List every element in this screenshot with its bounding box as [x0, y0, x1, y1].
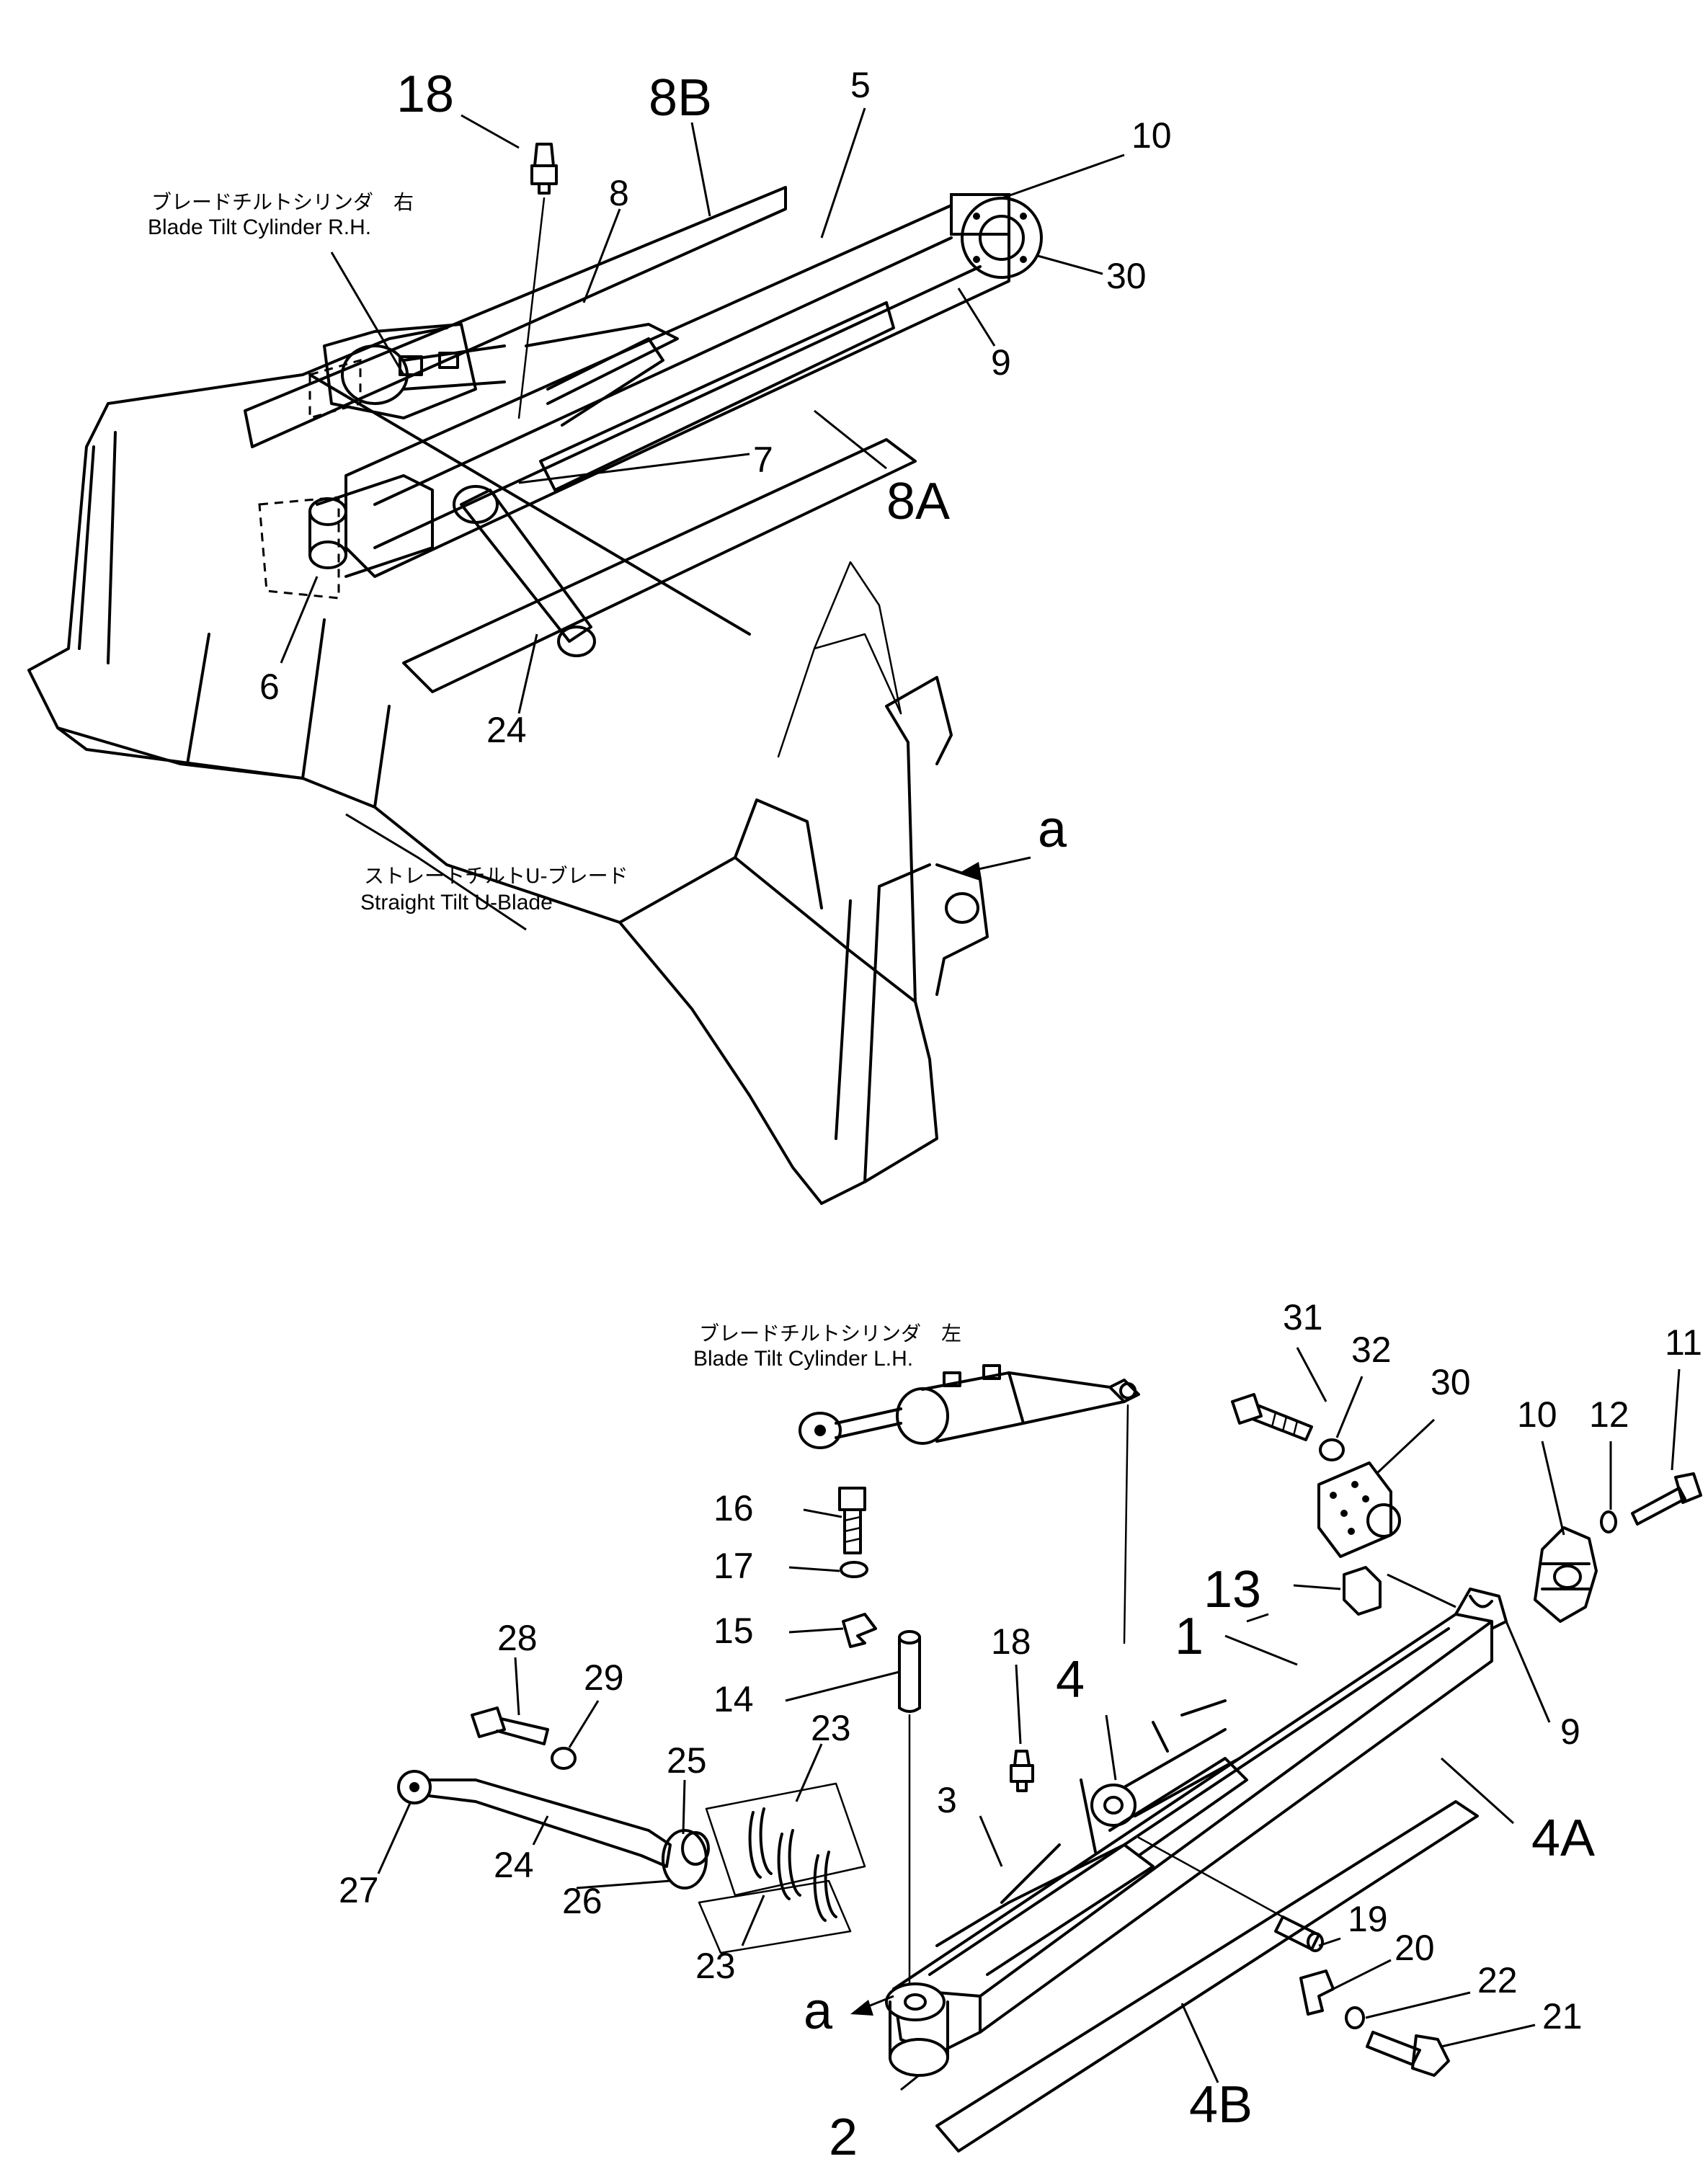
grease-fitting-18-lower [1010, 1750, 1034, 1792]
bolt-11 [1631, 1472, 1702, 1526]
callout-label: a [804, 1982, 833, 2040]
callout-label: 16 [713, 1488, 754, 1528]
callout-label: 24 [494, 1845, 534, 1885]
captions: ブレードチルトシリンダ 右 Blade Tilt Cylinder R.H. ス… [148, 190, 961, 1371]
upper-push-beam [244, 186, 1043, 693]
callout-label: 6 [259, 667, 280, 707]
bracket-6 [258, 359, 434, 600]
caption-tilt-lh-jp: ブレードチルトシリンダ 左 [699, 1322, 961, 1345]
callout-label: 21 [1542, 1996, 1583, 2036]
callout-label: 30 [1431, 1362, 1471, 1402]
caption-tilt-rh-en: Blade Tilt Cylinder R.H. [148, 215, 371, 239]
brace-24 [453, 485, 596, 657]
callout-label: 3 [937, 1780, 957, 1820]
shims-23 [698, 1782, 866, 1954]
callout-label: 31 [1283, 1297, 1323, 1337]
pin-14 [898, 1630, 921, 2005]
callout-label: 13 [1204, 1561, 1261, 1619]
callout-label: 28 [497, 1618, 538, 1658]
spacer-13 [1343, 1566, 1382, 1616]
callout-label: 19 [1348, 1899, 1388, 1939]
callout-label: 18 [991, 1621, 1031, 1662]
pin-axis-line [1137, 1836, 1284, 1918]
callout-label: 9 [1560, 1711, 1580, 1752]
brace-24-lower [397, 1770, 710, 1889]
caption-blade-jp: ストレートチルトU-ブレード [364, 864, 628, 888]
bolt-28 [471, 1706, 549, 1745]
tilt-rod-line [308, 373, 751, 636]
callout-label: 27 [339, 1870, 379, 1910]
lower-assembly [377, 1347, 1702, 2153]
lower-leaders [377, 1347, 1681, 2091]
callout-label: 23 [695, 1946, 736, 1986]
callout-label: 22 [1477, 1960, 1518, 2000]
callout-label: 4 [1056, 1651, 1085, 1709]
tilt-cylinder-rh [323, 323, 506, 419]
callout-label: 17 [713, 1546, 754, 1586]
callout-label: a [1038, 801, 1067, 858]
caption-tilt-lh-en: Blade Tilt Cylinder L.H. [693, 1347, 913, 1371]
washer-29 [551, 1747, 577, 1770]
callout-label: 5 [850, 65, 871, 105]
washer-22 [1345, 2006, 1365, 2029]
washer-17 [840, 1561, 868, 1578]
callout-label: 23 [811, 1708, 851, 1748]
callout-label: 32 [1351, 1330, 1392, 1370]
washer-12 [1600, 1510, 1617, 1533]
callout-label: 8B [649, 69, 712, 127]
callout-label: 7 [753, 440, 773, 480]
callout-label: 2 [829, 2109, 858, 2159]
upper-leaders [280, 107, 1125, 931]
caption-tilt-rh-jp: ブレードチルトシリンダ 右 [151, 190, 414, 214]
callout-label: 9 [991, 342, 1011, 383]
callout-label: 4A [1531, 1809, 1595, 1867]
callout-label: 24 [486, 710, 527, 750]
callout-label: 20 [1395, 1928, 1435, 1968]
trunnion-30 [1317, 1461, 1401, 1558]
bolt-16 [838, 1487, 866, 1554]
washer-32 [1319, 1438, 1345, 1461]
tilt-cylinder-lh [799, 1364, 1140, 1644]
callout-label: 8 [609, 173, 629, 213]
callout-label: 12 [1589, 1394, 1629, 1435]
upper-assembly [27, 107, 1125, 1205]
lower-callouts: 31 32 30 11 12 10 16 17 15 14 13 1 9 18 … [339, 1297, 1702, 2159]
callout-label: 30 [1106, 256, 1147, 296]
callout-label: 14 [713, 1679, 754, 1719]
caption-blade-en: Straight Tilt U-Blade [360, 891, 553, 914]
callout-label: 26 [562, 1881, 602, 1921]
callout-label: 11 [1665, 1322, 1702, 1363]
bolt-31 [1231, 1393, 1313, 1441]
callout-label: 4B [1189, 2076, 1253, 2134]
callout-label: 15 [713, 1611, 754, 1651]
callout-label: 29 [584, 1657, 624, 1698]
pin-19 [1274, 1915, 1324, 1952]
callout-label: 8A [886, 473, 950, 530]
plate-20 [1299, 1969, 1335, 2016]
callout-label: 10 [1131, 115, 1172, 156]
callout-label: 10 [1517, 1394, 1557, 1435]
callout-label: 25 [667, 1740, 707, 1781]
grease-fitting-18 [517, 143, 558, 419]
callout-label: 1 [1175, 1608, 1204, 1665]
bolt-21 [1366, 2031, 1450, 2077]
upper-callouts: 18 8B 5 10 30 9 8 7 8A 6 24 a [259, 65, 1172, 858]
callout-label: 18 [396, 66, 454, 123]
cap-10 [1534, 1526, 1598, 1623]
plate-15 [842, 1613, 877, 1648]
straight-tilt-u-blade [27, 326, 989, 1205]
lower-push-beam [885, 1588, 1508, 2153]
